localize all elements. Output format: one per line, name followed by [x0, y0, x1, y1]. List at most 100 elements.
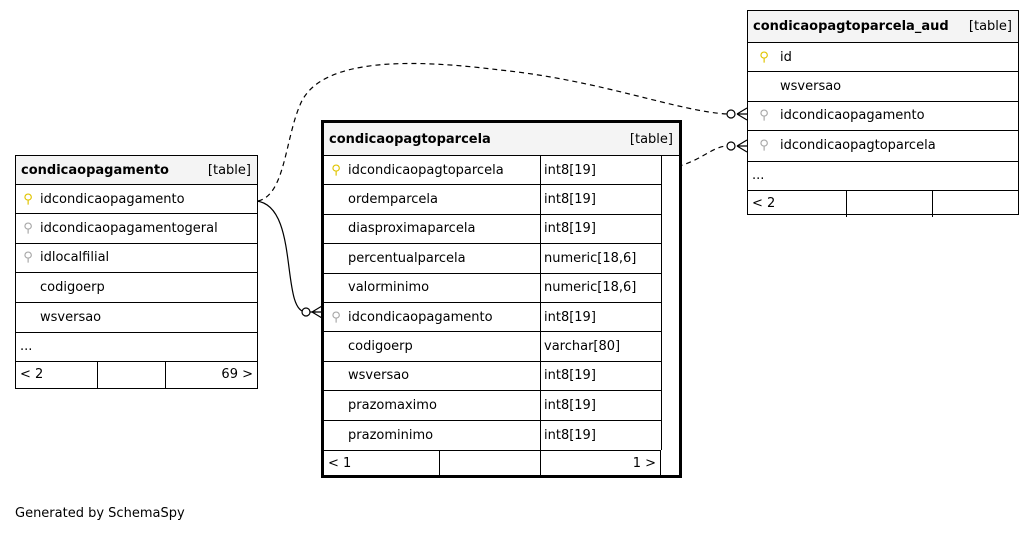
table-condicaopagtoparcela[interactable]: condicaopagtoparcela [table] ⚲ idcondica…: [321, 120, 682, 478]
column-name: wsversao: [40, 309, 102, 325]
column-row[interactable]: ⚲ prazominimo int8[19]: [324, 420, 661, 450]
column-name-cell: ⚲ idcondicaopagtoparcela: [324, 156, 541, 185]
children-count[interactable]: [933, 191, 1018, 217]
column-row[interactable]: ⚲ ordemparcela int8[19]: [324, 185, 661, 215]
foreign-key-icon: ⚲: [759, 108, 769, 124]
column-row[interactable]: ⚲ wsversao int8[19]: [324, 361, 661, 392]
column-type: int8[19]: [544, 427, 596, 443]
primary-key-icon: ⚲: [759, 49, 769, 65]
column-row[interactable]: ⚲ idlocalfilial: [16, 244, 257, 274]
column-name: idcondicaopagtoparcela: [348, 162, 504, 178]
table-condicaopagtoparcela-aud[interactable]: condicaopagtoparcela_aud [table] ⚲ id ⚲ …: [747, 10, 1019, 217]
edge-end-circle: [726, 141, 736, 151]
column-name: codigoerp: [348, 339, 413, 355]
column-name: idcondicaopagamentogeral: [40, 221, 218, 237]
column-name-cell: ⚲ prazomaximo: [324, 391, 541, 420]
parents-count[interactable]: < 1: [324, 450, 440, 477]
edge-end-circle: [726, 109, 736, 119]
column-name-cell: ⚲ codigoerp: [324, 332, 541, 361]
column-row[interactable]: ⚲ diasproximaparcela int8[19]: [324, 214, 661, 245]
column-name: idcondicaopagamento: [348, 309, 493, 325]
column-name-cell: ⚲ diasproximaparcela: [324, 214, 541, 244]
column-name-cell: ⚲ wsversao: [324, 361, 541, 391]
column-row[interactable]: ⚲ idcondicaopagamentogeral: [16, 214, 257, 244]
column-row[interactable]: ⚲ wsversao: [748, 72, 1018, 102]
column-row[interactable]: ⚲ codigoerp varchar[80]: [324, 332, 661, 362]
column-row[interactable]: ⚲ idcondicaopagamento: [748, 102, 1018, 132]
more-columns-ellipsis: ...: [16, 331, 257, 361]
foreign-key-icon: ⚲: [759, 138, 769, 154]
table-kind: [table]: [629, 131, 673, 147]
column-list: ⚲ idcondicaopagtoparcela int8[19] ⚲ orde…: [324, 156, 662, 450]
foreign-key-icon: ⚲: [331, 309, 341, 325]
column-type: numeric[18,6]: [544, 280, 637, 296]
column-name: wsversao: [780, 79, 842, 95]
table-kind: [table]: [968, 19, 1012, 34]
column-name: idcondicaopagamento: [780, 108, 925, 124]
column-name: diasproximaparcela: [348, 221, 476, 237]
column-row[interactable]: ⚲ id: [748, 43, 1018, 73]
column-name: codigoerp: [40, 279, 105, 295]
column-name: prazominimo: [348, 427, 434, 443]
column-name: idcondicaopagtoparcela: [780, 138, 936, 154]
column-name: idlocalfilial: [40, 250, 110, 266]
table-footer: < 2 69 >: [16, 360, 257, 388]
column-name: id: [780, 49, 792, 65]
table-footer: < 2: [748, 189, 1018, 217]
column-type: int8[19]: [544, 397, 596, 413]
column-type: int8[19]: [544, 309, 596, 325]
children-count[interactable]: 69 >: [221, 367, 253, 383]
generated-by-label: Generated by SchemaSpy: [15, 506, 185, 521]
table-kind: [table]: [207, 162, 251, 178]
column-name-cell: ⚲ valorminimo: [324, 273, 541, 302]
parents-count[interactable]: < 2: [748, 190, 847, 217]
primary-key-icon: ⚲: [331, 162, 341, 178]
edge-crowfoot: [311, 305, 323, 319]
table-name: condicaopagamento: [21, 162, 169, 178]
rows-count: [98, 361, 166, 388]
column-name-cell: ⚲ prazominimo: [324, 420, 541, 450]
table-name: condicaopagtoparcela_aud: [753, 19, 949, 34]
foreign-key-icon: ⚲: [23, 250, 33, 266]
table-condicaopagamento[interactable]: condicaopagamento [table] ⚲ idcondicaopa…: [15, 155, 258, 389]
table-header[interactable]: condicaopagtoparcela [table]: [324, 123, 679, 156]
column-row[interactable]: ⚲ idcondicaopagamento: [16, 185, 257, 215]
rows-count: [847, 190, 933, 217]
column-row[interactable]: ⚲ percentualparcela numeric[18,6]: [324, 244, 661, 274]
table-header[interactable]: condicaopagamento [table]: [16, 156, 257, 185]
column-name: ordemparcela: [348, 192, 438, 208]
column-type: int8[19]: [544, 221, 596, 237]
column-list: ⚲ id ⚲ wsversao ⚲ idcondicaopagamento ⚲ …: [748, 43, 1018, 161]
edge-end-circle: [301, 307, 311, 317]
column-row[interactable]: ⚲ idcondicaopagtoparcela int8[19]: [324, 156, 661, 186]
column-row[interactable]: ⚲ prazomaximo int8[19]: [324, 391, 661, 421]
column-name-cell: ⚲ idcondicaopagamento: [324, 302, 541, 332]
table-header[interactable]: condicaopagtoparcela_aud [table]: [748, 11, 1018, 43]
edge-condicaopagamento-to-parcela: [255, 200, 316, 313]
foreign-key-icon: ⚲: [23, 221, 33, 237]
children-count[interactable]: 1 >: [632, 456, 656, 472]
column-name: wsversao: [348, 368, 410, 384]
column-row[interactable]: ⚲ idcondicaopagamento int8[19]: [324, 302, 661, 333]
column-list: ⚲ idcondicaopagamento ⚲ idcondicaopagame…: [16, 185, 257, 332]
more-columns-ellipsis: ...: [748, 160, 1018, 190]
edge-crowfoot: [736, 139, 748, 153]
column-type: int8[19]: [544, 192, 596, 208]
column-row[interactable]: ⚲ wsversao: [16, 303, 257, 332]
primary-key-icon: ⚲: [23, 191, 33, 207]
column-type: varchar[80]: [544, 339, 621, 355]
rows-count: [440, 450, 541, 477]
parents-count[interactable]: < 2: [16, 361, 98, 388]
column-name-cell: ⚲ percentualparcela: [324, 244, 541, 273]
column-row[interactable]: ⚲ valorminimo numeric[18,6]: [324, 273, 661, 303]
table-footer: < 1 1 >: [324, 449, 661, 477]
column-name-cell: ⚲ ordemparcela: [324, 185, 541, 214]
column-name: idcondicaopagamento: [40, 191, 185, 207]
column-name: prazomaximo: [348, 397, 437, 413]
column-type: numeric[18,6]: [544, 250, 637, 266]
column-row[interactable]: ⚲ idcondicaopagtoparcela: [748, 131, 1018, 160]
column-type: int8[19]: [544, 368, 596, 384]
edge-crowfoot: [736, 107, 748, 121]
column-row[interactable]: ⚲ codigoerp: [16, 273, 257, 303]
